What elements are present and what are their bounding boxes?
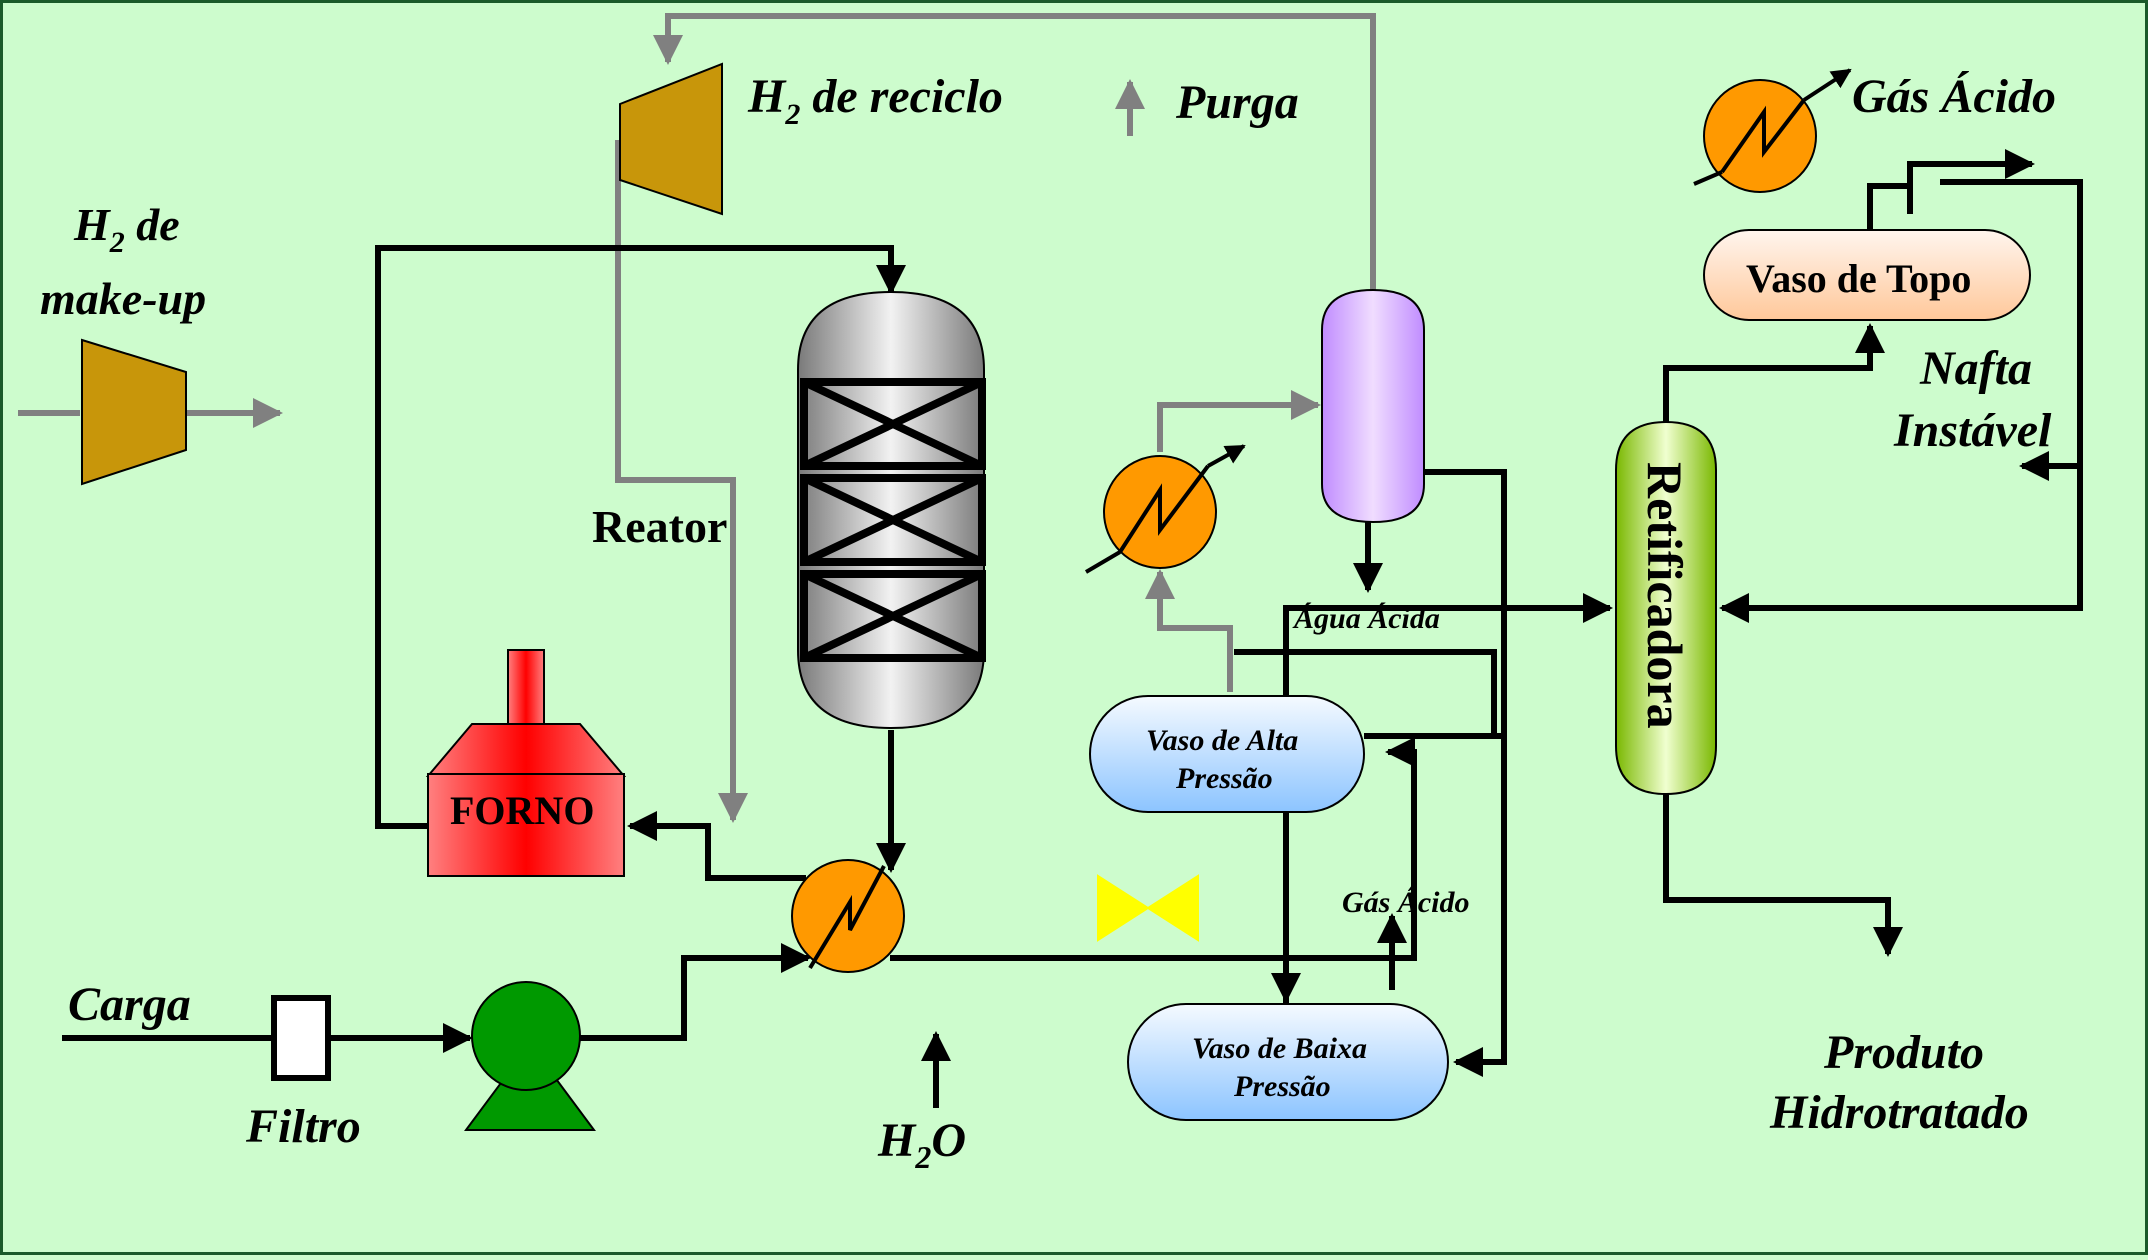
- hp-vessel: [1089, 695, 1365, 813]
- overhead-condenser: [1693, 68, 1852, 193]
- recycle-compressor: [619, 62, 723, 216]
- stripper-column: [1615, 420, 1717, 796]
- hp-vessel-label-1: Vaso de Alta: [1146, 724, 1298, 757]
- makeup-compressor: [81, 338, 187, 486]
- h2-makeup-label: H2 de: [73, 199, 180, 259]
- recycle-gas-separator: [1321, 288, 1425, 524]
- lp-vessel-label-2: Pressão: [1233, 1070, 1331, 1103]
- catalyst-beds: [800, 378, 986, 662]
- reactor-vessel: [797, 290, 986, 730]
- hp-vessel-label-2: Pressão: [1175, 762, 1273, 795]
- filter: [271, 995, 331, 1081]
- sour-water-label: Água Ácida: [1292, 602, 1440, 635]
- lp-vessel-label-1: Vaso de Baixa: [1192, 1032, 1367, 1065]
- product-label-1: Produto: [1823, 1026, 1984, 1079]
- filter-label: Filtro: [245, 1100, 361, 1153]
- stripper-label: Retificadora: [1637, 462, 1693, 729]
- feed-effluent-exchanger: [791, 859, 905, 973]
- makeup-label: make-up: [40, 273, 206, 324]
- control-valve: [1097, 874, 1199, 942]
- process-lines: [62, 149, 2083, 1108]
- purge-label: Purga: [1175, 76, 1299, 129]
- unstable-naphtha-label-1: Nafta: [1919, 342, 2032, 395]
- effluent-cooler: [1084, 444, 1246, 574]
- top-vessel-label: Vaso de Topo: [1746, 256, 1971, 301]
- top-vessel: [1703, 229, 2031, 321]
- lp-vessel: [1127, 1003, 1449, 1121]
- furnace-label: FORNO: [450, 788, 594, 833]
- furnace: [425, 649, 627, 877]
- feed-pump: [464, 981, 596, 1131]
- acid-gas-top-label: Gás Ácido: [1852, 70, 2056, 123]
- gas-lines: [18, 13, 1376, 823]
- charge-label: Carga: [68, 978, 191, 1031]
- unstable-naphtha-label-2: Instável: [1893, 404, 2052, 457]
- water-label: H2O: [877, 1114, 966, 1175]
- product-label-2: Hidrotratado: [1769, 1086, 2029, 1139]
- reactor-label: Reator: [592, 501, 727, 552]
- acid-gas-lp-label: Gás Ácido: [1342, 886, 1470, 919]
- h2-recycle-label: H2 de reciclo: [747, 70, 1003, 131]
